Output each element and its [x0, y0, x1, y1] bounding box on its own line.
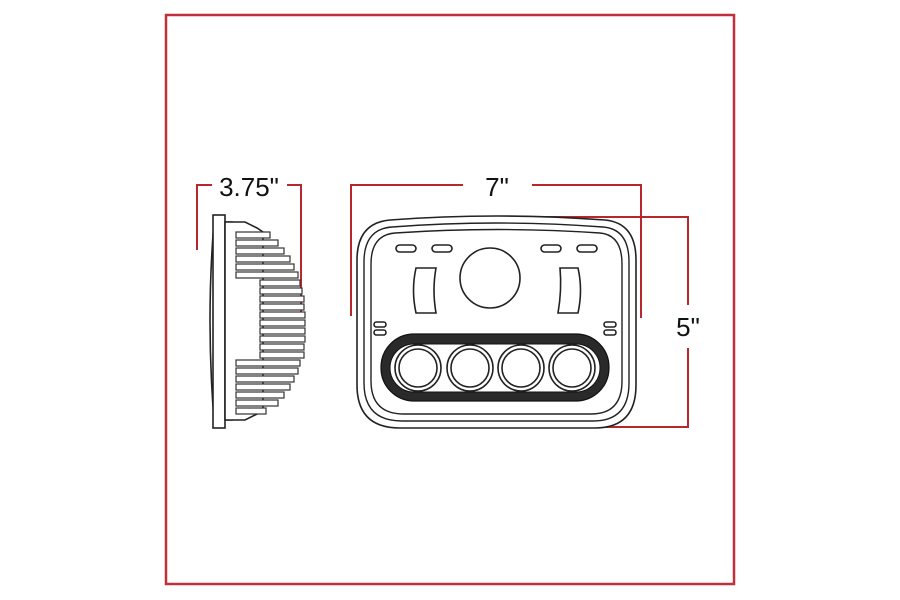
width-label: 7" [485, 172, 509, 202]
right-reflector [557, 267, 582, 314]
side-view: 3.75" [196, 172, 306, 429]
depth-label: 3.75" [219, 172, 279, 202]
drl-slots [395, 244, 598, 253]
heatsink-fins [235, 231, 306, 415]
front-view: 7" 5" [350, 172, 700, 429]
height-label: 5" [676, 312, 700, 342]
left-reflector [412, 267, 437, 314]
center-lamp [459, 247, 521, 309]
outer-frame [164, 13, 736, 586]
led-lenses [394, 344, 596, 392]
